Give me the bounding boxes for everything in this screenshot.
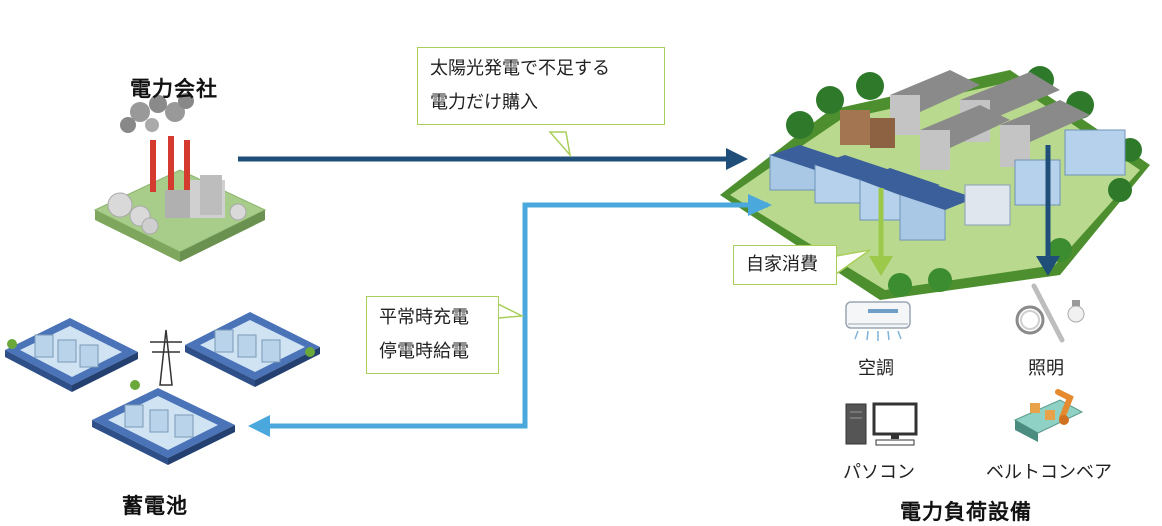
conveyor-label: ベルトコンベア xyxy=(986,462,1112,483)
lighting-label: 照明 xyxy=(1028,358,1064,379)
pc-label: パソコン xyxy=(843,462,915,483)
power-plant-icon xyxy=(93,93,267,262)
conveyor-robot-icon xyxy=(1013,389,1084,442)
battery-title: 蓄電池 xyxy=(122,494,188,518)
factory-icon xyxy=(720,66,1150,300)
pc-icon xyxy=(845,402,918,446)
battery-mode-line-1: 平常時充電 xyxy=(379,307,469,328)
purchase-callout: 太陽光発電で不足する 電力だけ購入 xyxy=(417,47,665,125)
lighting-icon xyxy=(1015,283,1085,343)
ac-label: 空調 xyxy=(858,358,894,379)
purchase-callout-line-2: 電力だけ購入 xyxy=(430,92,538,113)
self-consumption-arrow xyxy=(869,188,893,276)
power-company-title: 電力会社 xyxy=(130,77,218,101)
facility-load-arrow xyxy=(1036,145,1060,276)
battery-mode-callout: 平常時充電 停電時給電 xyxy=(366,296,499,374)
battery-site-icon xyxy=(5,312,320,465)
purchase-callout-line-1: 太陽光発電で不足する xyxy=(430,58,610,79)
battery-mode-line-2: 停電時給電 xyxy=(379,341,469,362)
facility-title: 電力負荷設備 xyxy=(900,500,1032,524)
self-consumption-label: 自家消費 xyxy=(746,254,818,275)
air-conditioner-icon xyxy=(845,301,911,341)
purchase-arrow xyxy=(238,148,748,170)
self-consumption-callout: 自家消費 xyxy=(733,245,837,285)
battery-flow-arrow xyxy=(248,194,772,437)
